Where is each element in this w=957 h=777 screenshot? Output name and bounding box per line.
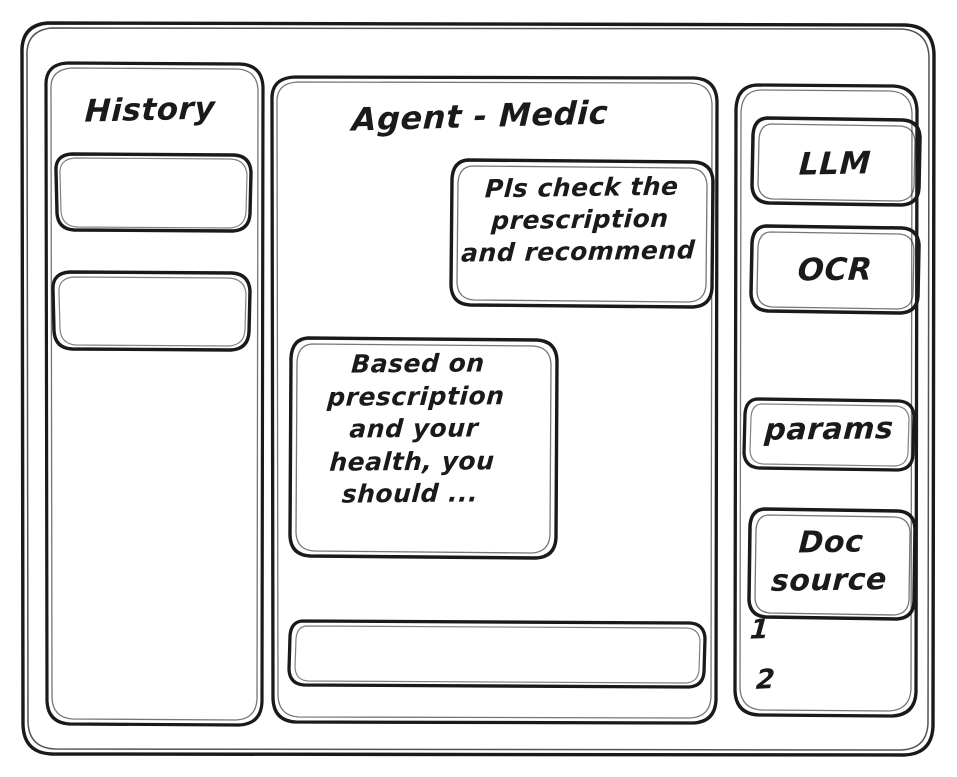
history-item-1[interactable] (56, 154, 252, 232)
user-message-bubble: Pls check the prescription and recommend (460, 171, 697, 268)
history-item-2[interactable] (53, 272, 251, 351)
tool-button-params-label: params (763, 411, 895, 448)
tool-button-llm-label: LLM (798, 145, 872, 183)
doc-source-item-1[interactable]: 1 (748, 613, 771, 646)
message-input[interactable] (289, 621, 706, 688)
doc-source-item-2[interactable]: 2 (755, 663, 777, 696)
tool-button-doc-source-label: Doc source (770, 524, 888, 599)
page-title: Agent - Medic (351, 93, 609, 139)
sidebar-title: History (84, 90, 216, 130)
assistant-message-bubble: Based on prescription and your health, y… (326, 348, 506, 509)
tool-button-ocr-label: OCR (796, 251, 874, 289)
